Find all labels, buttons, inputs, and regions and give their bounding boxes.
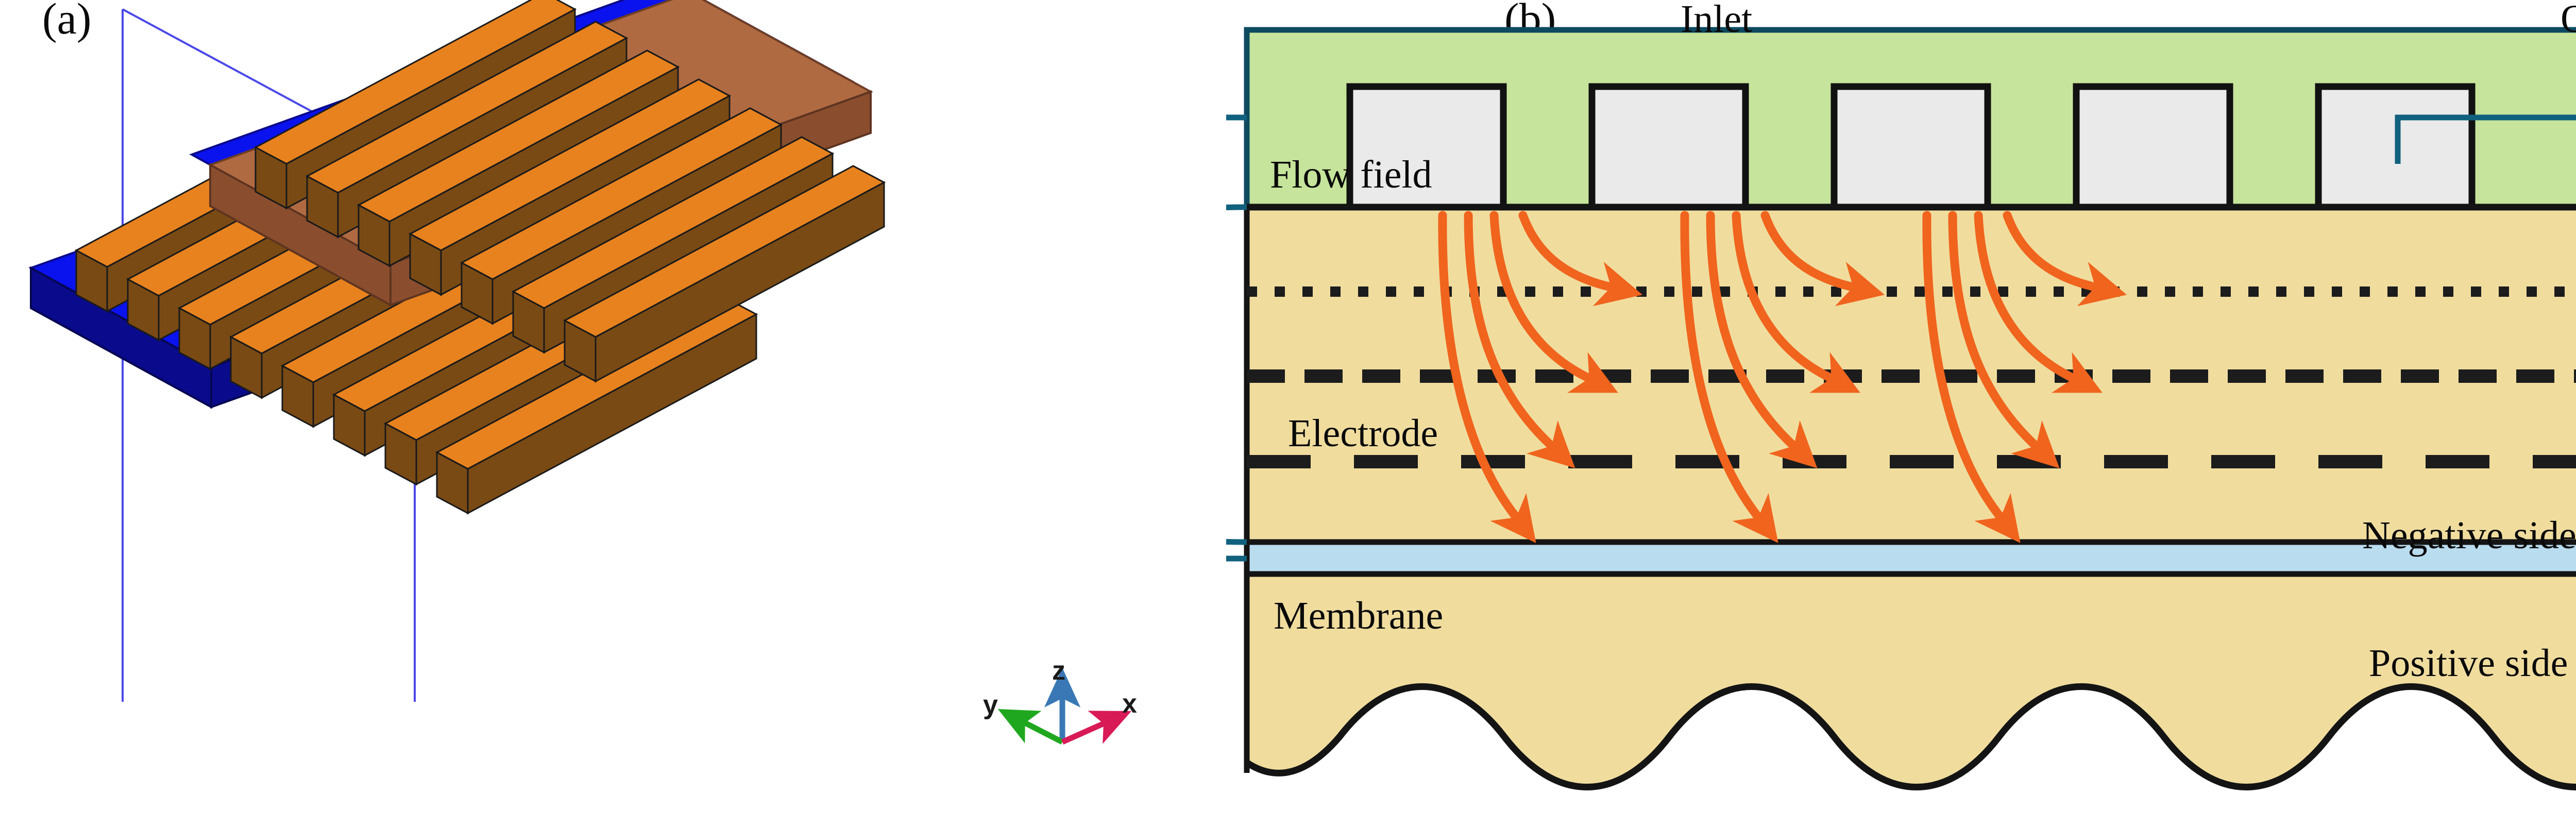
flow-arrow [1464, 211, 1575, 468]
flow-field-label: Flow field [1270, 153, 1432, 196]
channel [2073, 83, 2233, 211]
flow-arrow [1922, 211, 2021, 543]
flow-arrow-group [1438, 211, 2127, 543]
y-axis-label: y [983, 690, 998, 720]
y-axis-arrow [997, 708, 1064, 745]
panel-a-3d-view [28, 0, 1132, 745]
flow-arrow [1680, 211, 1778, 543]
channel [1346, 83, 1507, 211]
z-axis-label: z [1052, 656, 1065, 686]
channel [1588, 83, 1749, 211]
membrane-layer [1247, 542, 2576, 574]
membrane-label: Membrane [1274, 594, 1444, 637]
plate-upper-right [189, 0, 885, 382]
inlet-label: Inlet [1681, 0, 1753, 41]
positive-side-label: Positive side [2369, 642, 2568, 685]
flow-arrow [1948, 211, 2060, 468]
flow-arrow [1760, 211, 1885, 307]
panel-b-cross-section [1226, 27, 2576, 790]
x-axis-arrow [1061, 711, 1132, 745]
flow-arrow [1706, 211, 1818, 468]
right-callouts [2395, 114, 2576, 164]
flow-arrow [2003, 211, 2127, 307]
channel [1831, 83, 1991, 211]
left-callouts [1226, 114, 1247, 562]
panel-a-tag: (a) [42, 0, 92, 43]
flow-arrow [1974, 211, 2103, 393]
electrode-label: Electrode [1288, 412, 1438, 455]
coordinate-axes [997, 668, 1132, 745]
negative-side-label: Negative side [2362, 514, 2576, 557]
flow-arrow [1518, 211, 1643, 307]
scalloped-break-edge [1245, 683, 2576, 790]
flow-arrow [1732, 211, 1860, 393]
layer-outlines [1244, 27, 2576, 790]
flow-arrow [1489, 211, 1618, 393]
channel-connector [2395, 114, 2576, 164]
x-axis-label: x [1122, 689, 1137, 719]
channel-group [1346, 83, 2476, 211]
flow-arrow [1438, 211, 1536, 543]
electrode-brace [1226, 204, 1247, 545]
outlet-label: Outlet [2561, 0, 2576, 41]
